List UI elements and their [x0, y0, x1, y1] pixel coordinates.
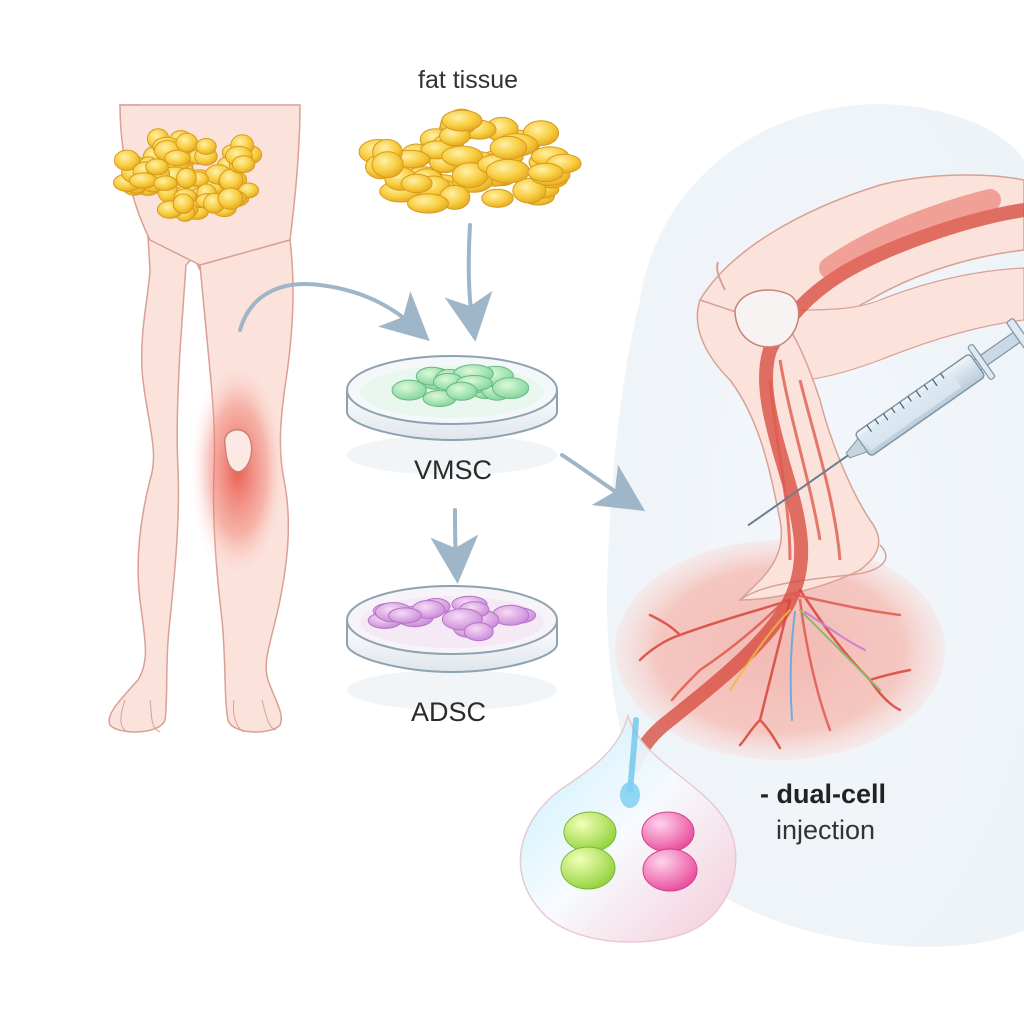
vmsc-cells-cell [391, 379, 427, 401]
fat-tissue-label: fat tissue [418, 66, 519, 94]
fat-pile-cell [441, 109, 483, 132]
belly-fat [113, 128, 263, 222]
cell-droplet [519, 714, 737, 943]
belly-fat-cell [195, 138, 217, 155]
fat-pile-cell [407, 193, 449, 214]
adsc-cells-cell [388, 607, 422, 624]
belly-fat-cell [172, 193, 195, 214]
vmsc-cells-cell [492, 377, 530, 400]
belly-fat-cell [176, 167, 197, 189]
fat-pile-cell [527, 162, 564, 183]
belly-fat-cell [153, 175, 178, 191]
knee-illustration [615, 174, 1024, 772]
belly-fat-cell [128, 172, 158, 189]
left-leg [108, 104, 201, 733]
belly-fat-cell [164, 149, 191, 167]
fat-pile-cell [371, 151, 404, 179]
syringe-needle [747, 454, 849, 527]
dual-cell-label: - dual-cell [760, 779, 887, 809]
vmsc-label: VMSC [414, 455, 493, 485]
pink-bead [642, 848, 698, 892]
arrow-knee-to-vmsc [238, 282, 430, 342]
belly-fat-cell [217, 187, 244, 210]
adsc-cells-cell [463, 622, 494, 642]
vessel-branches [638, 588, 912, 750]
belly-fat-cell [145, 158, 169, 176]
fat-pile-cell [485, 158, 530, 184]
arrow-vmsc-to-adsc [430, 508, 479, 584]
lower-leg [696, 299, 880, 601]
belly-fat-cell [175, 132, 198, 153]
process-arrows [238, 223, 646, 584]
green-bead [560, 846, 616, 890]
adsc-petri-dish [346, 585, 558, 710]
injection-label: injection [776, 815, 876, 845]
green-bead [563, 811, 617, 853]
fat-pile-cell [400, 173, 433, 194]
human-legs-figure [108, 104, 301, 733]
arrow-to-knee-panel [560, 453, 646, 512]
fat-pile-cell [481, 188, 514, 208]
arrow-fat-to-vmsc [444, 223, 493, 342]
fat-tissue-pile [358, 108, 582, 214]
kneecap-right [734, 289, 800, 348]
syringe [747, 318, 1024, 527]
foot [739, 544, 887, 601]
fat-pile-cell [489, 135, 528, 160]
kneecap [224, 429, 253, 473]
vmsc-petri-dish [346, 355, 558, 475]
belly-fat-cell [113, 149, 141, 172]
pink-bead [641, 811, 695, 853]
adsc-label: ADSC [411, 697, 487, 727]
fat-pile-cell [512, 177, 547, 204]
belly-fat-cell [231, 155, 256, 174]
droplet-drip [620, 782, 640, 808]
vmsc-cells-cell [445, 381, 478, 401]
